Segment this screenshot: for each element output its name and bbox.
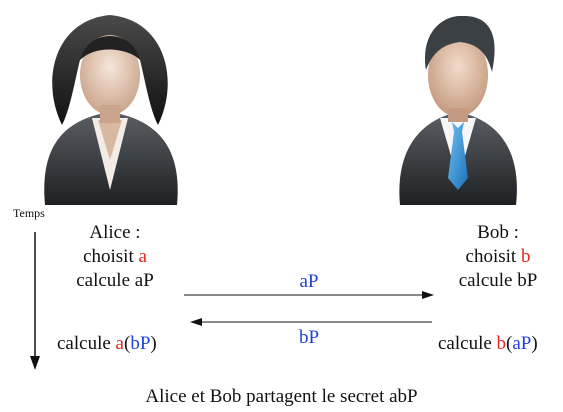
bob-compute-prefix: calcule	[438, 333, 497, 354]
conclusion-text: Alice et Bob partagent le secret abP	[145, 386, 418, 407]
bob-secret-var: b	[520, 246, 531, 267]
alice-avatar-icon	[44, 15, 178, 205]
message-to-alice-label: bP	[298, 327, 320, 348]
bob-compute-public: calcule bP	[458, 270, 538, 291]
bob-name: Bob :	[477, 222, 519, 243]
time-label: Temps	[13, 206, 45, 220]
alice-choose-prefix: choisit	[83, 246, 139, 267]
alice-compute-close: )	[150, 333, 157, 354]
bob-compute-open: (	[506, 333, 513, 354]
bob-choose: choisit b	[443, 246, 553, 268]
alice-compute-open: (	[123, 333, 131, 354]
alice-name: Alice :	[89, 222, 141, 243]
alice-secret-var: a	[138, 246, 147, 267]
bob-compute-close: )	[531, 333, 538, 354]
time-axis-arrowhead-icon	[30, 356, 40, 370]
alice-compute-shared: calcule a(bP)	[57, 333, 157, 355]
bob-compute-var: b	[496, 333, 507, 354]
bob-choose-prefix: choisit	[465, 246, 521, 267]
alice-choose: choisit a	[60, 246, 170, 268]
message-to-bob-label: aP	[299, 271, 319, 292]
arrow-to-alice-head-icon	[190, 318, 202, 326]
bob-avatar-icon	[399, 15, 517, 205]
bob-compute-shared: calcule b(aP)	[438, 333, 538, 355]
arrow-to-bob-head-icon	[422, 291, 434, 299]
alice-compute-prefix: calcule	[57, 333, 116, 354]
alice-compute-var: a	[115, 333, 124, 354]
alice-compute-received: bP	[130, 333, 151, 354]
bob-compute-received: aP	[512, 333, 532, 354]
alice-compute-public: calcule aP	[76, 270, 154, 291]
